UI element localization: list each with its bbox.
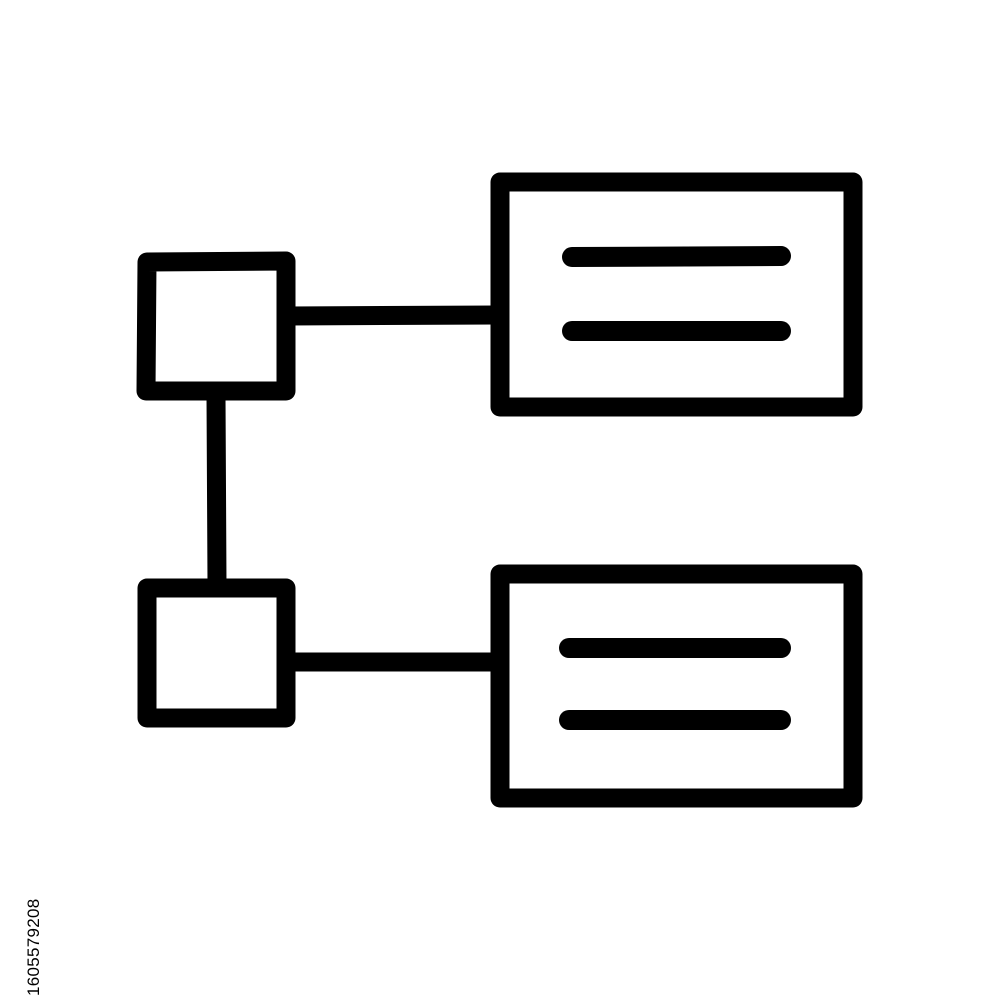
card-1 <box>490 172 863 417</box>
card-1-line-1 <box>562 246 791 267</box>
card-2 <box>490 564 863 808</box>
vertical-connector <box>206 386 227 594</box>
side-id: 1605579208 <box>24 898 43 996</box>
node-square-1 <box>136 251 296 401</box>
connector-1 <box>278 305 508 326</box>
node-square-2 <box>137 578 296 728</box>
